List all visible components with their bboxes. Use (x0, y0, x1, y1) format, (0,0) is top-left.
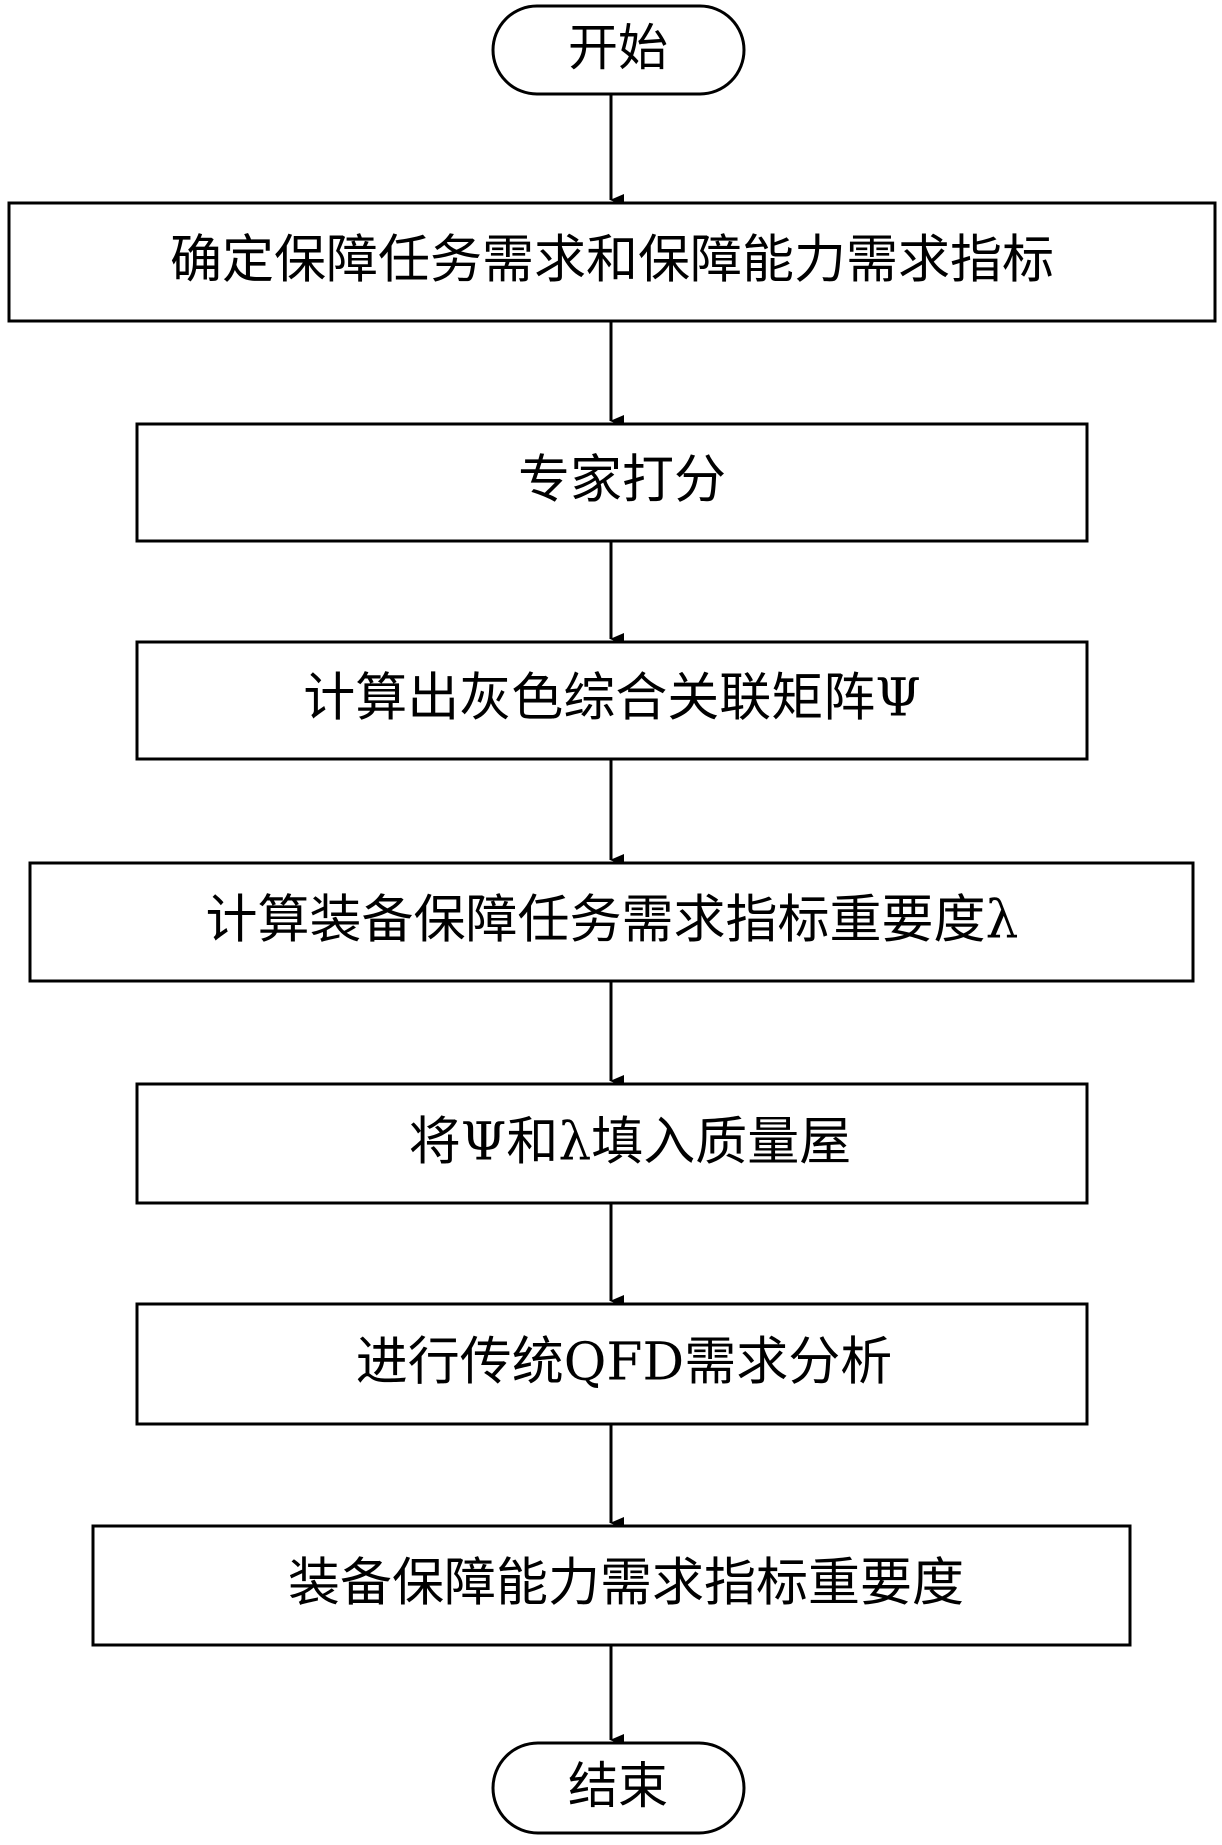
start-label: 开始 (568, 19, 668, 77)
start-node: 开始 (491, 4, 746, 96)
step1-box: 确定保障任务需求和保障能力需求指标 (7, 201, 1217, 323)
end-node: 结束 (491, 1741, 746, 1835)
step5-label: 将Ψ和λ填入质量屋 (409, 1113, 852, 1173)
end-label: 结束 (568, 1757, 668, 1815)
step7-label: 装备保障能力需求指标重要度 (288, 1554, 964, 1614)
step5-box: 将Ψ和λ填入质量屋 (135, 1082, 1089, 1205)
step3-box: 计算出灰色综合关联矩阵Ψ (135, 640, 1089, 761)
step7-box: 装备保障能力需求指标重要度 (91, 1524, 1132, 1647)
step1-label: 确定保障任务需求和保障能力需求指标 (170, 231, 1054, 291)
step6-label: 进行传统QFD需求分析 (356, 1333, 892, 1393)
step2-box: 专家打分 (135, 422, 1089, 543)
step4-box: 计算装备保障任务需求指标重要度λ (28, 861, 1195, 983)
step4-label: 计算装备保障任务需求指标重要度λ (206, 891, 1019, 951)
step2-label: 专家打分 (518, 451, 726, 511)
step6-box: 进行传统QFD需求分析 (135, 1302, 1089, 1426)
step3-label: 计算出灰色综合关联矩阵Ψ (303, 669, 921, 729)
